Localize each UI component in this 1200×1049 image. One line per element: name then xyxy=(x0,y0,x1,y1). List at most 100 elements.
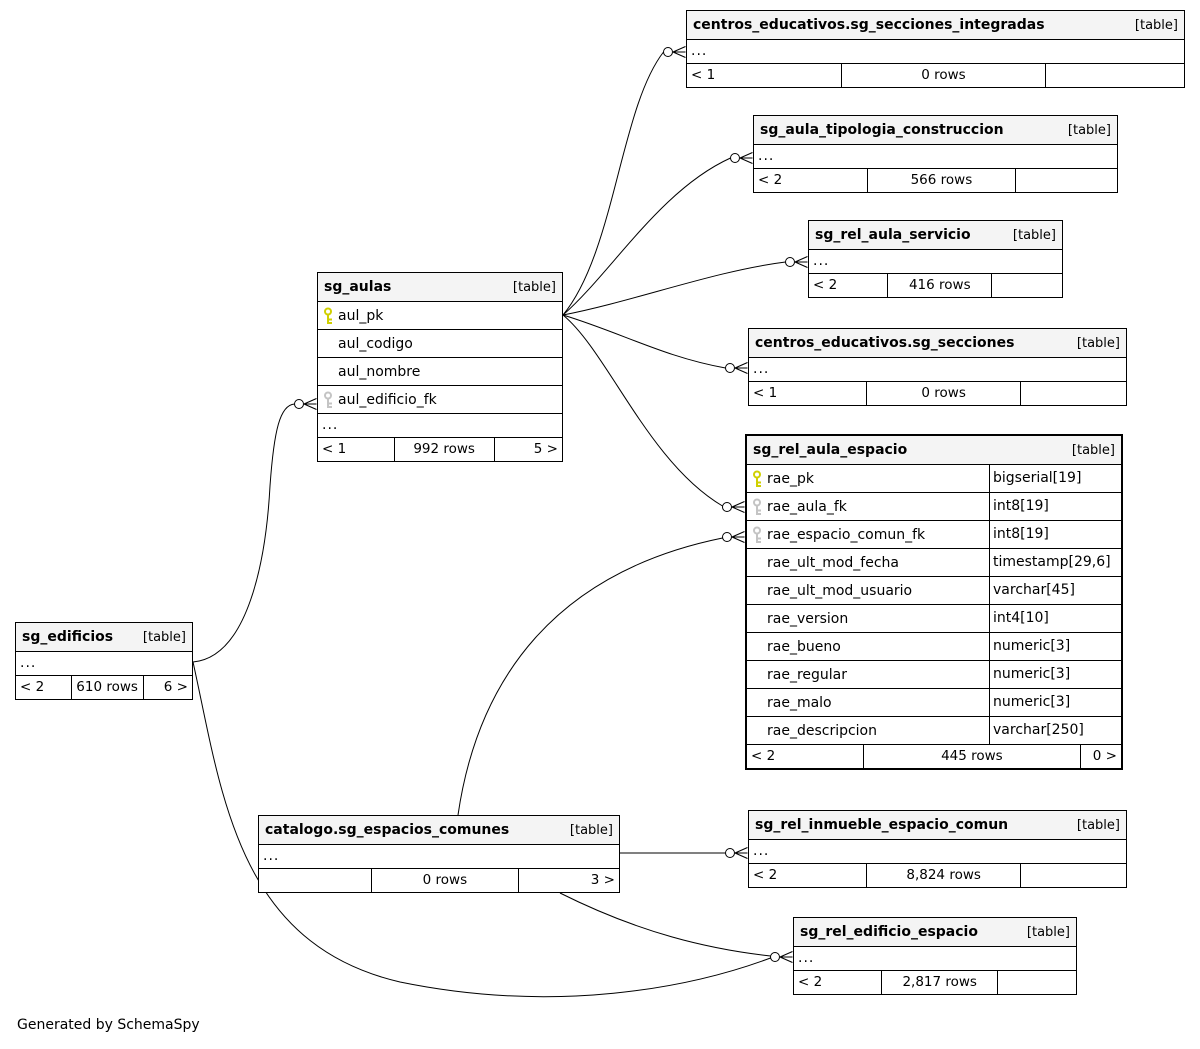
table-title: catalogo.sg_espacios_comunes xyxy=(265,821,510,838)
column-name: rae_aula_fk xyxy=(767,498,847,515)
table-footer: 0 rows 3 > xyxy=(259,868,619,892)
column-type: numeric[3] xyxy=(989,633,1121,660)
footer-children xyxy=(997,971,1076,994)
column-row: rae_bueno numeric[3] xyxy=(747,632,1121,660)
table-title: sg_aulas xyxy=(324,278,392,295)
relationship-connector xyxy=(562,51,664,316)
table-title: sg_aula_tipologia_construccion xyxy=(760,121,1004,138)
column-row: aul_edificio_fk xyxy=(318,385,562,413)
table-footer: < 2 2,817 rows xyxy=(794,970,1076,994)
relationship-connector xyxy=(192,661,771,998)
footer-parents: < 2 xyxy=(798,974,823,990)
relationship-connector xyxy=(457,537,723,816)
column-name: aul_codigo xyxy=(338,335,413,352)
table-node-sg-rel-aula-servicio: sg_rel_aula_servicio [table] ... < 2 416… xyxy=(808,220,1063,298)
footer-parents: < 2 xyxy=(813,277,838,293)
foreign-key-icon xyxy=(753,526,761,543)
column-row: rae_aula_fk int8[19] xyxy=(747,492,1121,520)
table-node-sg-aulas: sg_aulas [table] aul_pk aul_codigo aul_n… xyxy=(317,272,563,462)
footer-rows: 566 rows xyxy=(866,169,1016,192)
footer-rows: 992 rows xyxy=(393,438,494,461)
relationship-connector xyxy=(559,892,771,957)
table-header[interactable]: sg_aulas [table] xyxy=(318,273,562,301)
table-header[interactable]: sg_aula_tipologia_construccion [table] xyxy=(754,116,1117,144)
column-name: aul_pk xyxy=(338,307,384,324)
table-header[interactable]: centros_educativos.sg_secciones_integrad… xyxy=(687,11,1184,39)
primary-key-icon xyxy=(753,470,761,487)
foreign-key-icon xyxy=(324,391,332,408)
column-row: aul_pk xyxy=(318,301,562,329)
table-header[interactable]: sg_rel_inmueble_espacio_comun [table] xyxy=(749,811,1126,839)
table-type-tag: [table] xyxy=(1026,924,1070,940)
column-row: rae_pk bigserial[19] xyxy=(747,464,1121,492)
table-header[interactable]: catalogo.sg_espacios_comunes [table] xyxy=(259,816,619,844)
column-row: rae_regular numeric[3] xyxy=(747,660,1121,688)
table-header[interactable]: centros_educativos.sg_secciones [table] xyxy=(749,329,1126,357)
column-type: int8[19] xyxy=(989,493,1121,520)
columns-ellipsis: ... xyxy=(809,249,1062,273)
column-type: bigserial[19] xyxy=(989,465,1121,492)
footer-parents: < 1 xyxy=(753,385,778,401)
crowfoot-odot-terminal xyxy=(730,152,753,164)
table-footer: < 2 566 rows xyxy=(754,168,1117,192)
table-header[interactable]: sg_rel_aula_espacio [table] xyxy=(747,436,1121,464)
footer-rows: 445 rows xyxy=(862,745,1080,768)
column-row: aul_codigo xyxy=(318,329,562,357)
footer-rows: 0 rows xyxy=(841,64,1045,87)
footer-children: 5 > xyxy=(493,438,562,461)
table-type-tag: [table] xyxy=(1067,122,1111,138)
footer-parents xyxy=(259,869,371,892)
crowfoot-odot-terminal xyxy=(294,398,317,410)
footer-parents: < 1 xyxy=(691,67,716,83)
table-node-sg-edificios: sg_edificios [table] ... < 2 610 rows 6 … xyxy=(15,622,193,700)
column-row: aul_nombre xyxy=(318,357,562,385)
footer-parents: < 2 xyxy=(751,748,776,764)
table-header[interactable]: sg_edificios [table] xyxy=(16,623,192,651)
crowfoot-odot-terminal xyxy=(770,951,793,963)
footer-rows: 416 rows xyxy=(887,274,991,297)
crowfoot-odot-terminal xyxy=(722,501,745,513)
column-type: numeric[3] xyxy=(989,661,1121,688)
column-type: int4[10] xyxy=(989,605,1121,632)
table-title: sg_rel_inmueble_espacio_comun xyxy=(755,816,1009,833)
footer-rows: 8,824 rows xyxy=(865,864,1021,887)
columns-ellipsis: ... xyxy=(687,39,1184,63)
column-row: rae_version int4[10] xyxy=(747,604,1121,632)
columns-ellipsis: ... xyxy=(749,357,1126,381)
columns-ellipsis: ... xyxy=(754,144,1117,168)
columns-ellipsis: ... xyxy=(259,844,619,868)
table-title: sg_rel_aula_servicio xyxy=(815,226,971,243)
column-type: numeric[3] xyxy=(989,689,1121,716)
table-footer: < 2 610 rows 6 > xyxy=(16,675,192,699)
crowfoot-odot-terminal xyxy=(725,847,748,859)
column-name: rae_regular xyxy=(767,666,847,683)
footer-children xyxy=(1044,64,1184,87)
footer-rows: 2,817 rows xyxy=(881,971,997,994)
column-row: rae_malo numeric[3] xyxy=(747,688,1121,716)
footer-rows: 0 rows xyxy=(370,869,519,892)
footer-parents: < 1 xyxy=(322,441,347,457)
table-footer: < 2 445 rows 0 > xyxy=(747,744,1121,768)
table-title: sg_edificios xyxy=(22,628,114,645)
table-type-tag: [table] xyxy=(1076,335,1120,351)
footer-children: 0 > xyxy=(1079,745,1121,768)
relationship-connector xyxy=(562,261,786,316)
column-type: varchar[250] xyxy=(989,717,1121,744)
column-type: int8[19] xyxy=(989,521,1121,548)
table-type-tag: [table] xyxy=(1071,442,1115,458)
footer-parents: < 2 xyxy=(753,867,778,883)
table-header[interactable]: sg_rel_edificio_espacio [table] xyxy=(794,918,1076,946)
table-type-tag: [table] xyxy=(1076,817,1120,833)
footer-children xyxy=(1020,382,1126,405)
footer-rows: 0 rows xyxy=(865,382,1021,405)
column-name: rae_ult_mod_usuario xyxy=(767,582,913,599)
columns-ellipsis: ... xyxy=(749,839,1126,863)
column-name: rae_version xyxy=(767,610,849,627)
primary-key-icon xyxy=(324,307,332,324)
footer-parents: < 2 xyxy=(758,172,783,188)
columns-ellipsis: ... xyxy=(794,946,1076,970)
table-type-tag: [table] xyxy=(1134,17,1178,33)
table-title: sg_rel_edificio_espacio xyxy=(800,923,978,940)
table-header[interactable]: sg_rel_aula_servicio [table] xyxy=(809,221,1062,249)
